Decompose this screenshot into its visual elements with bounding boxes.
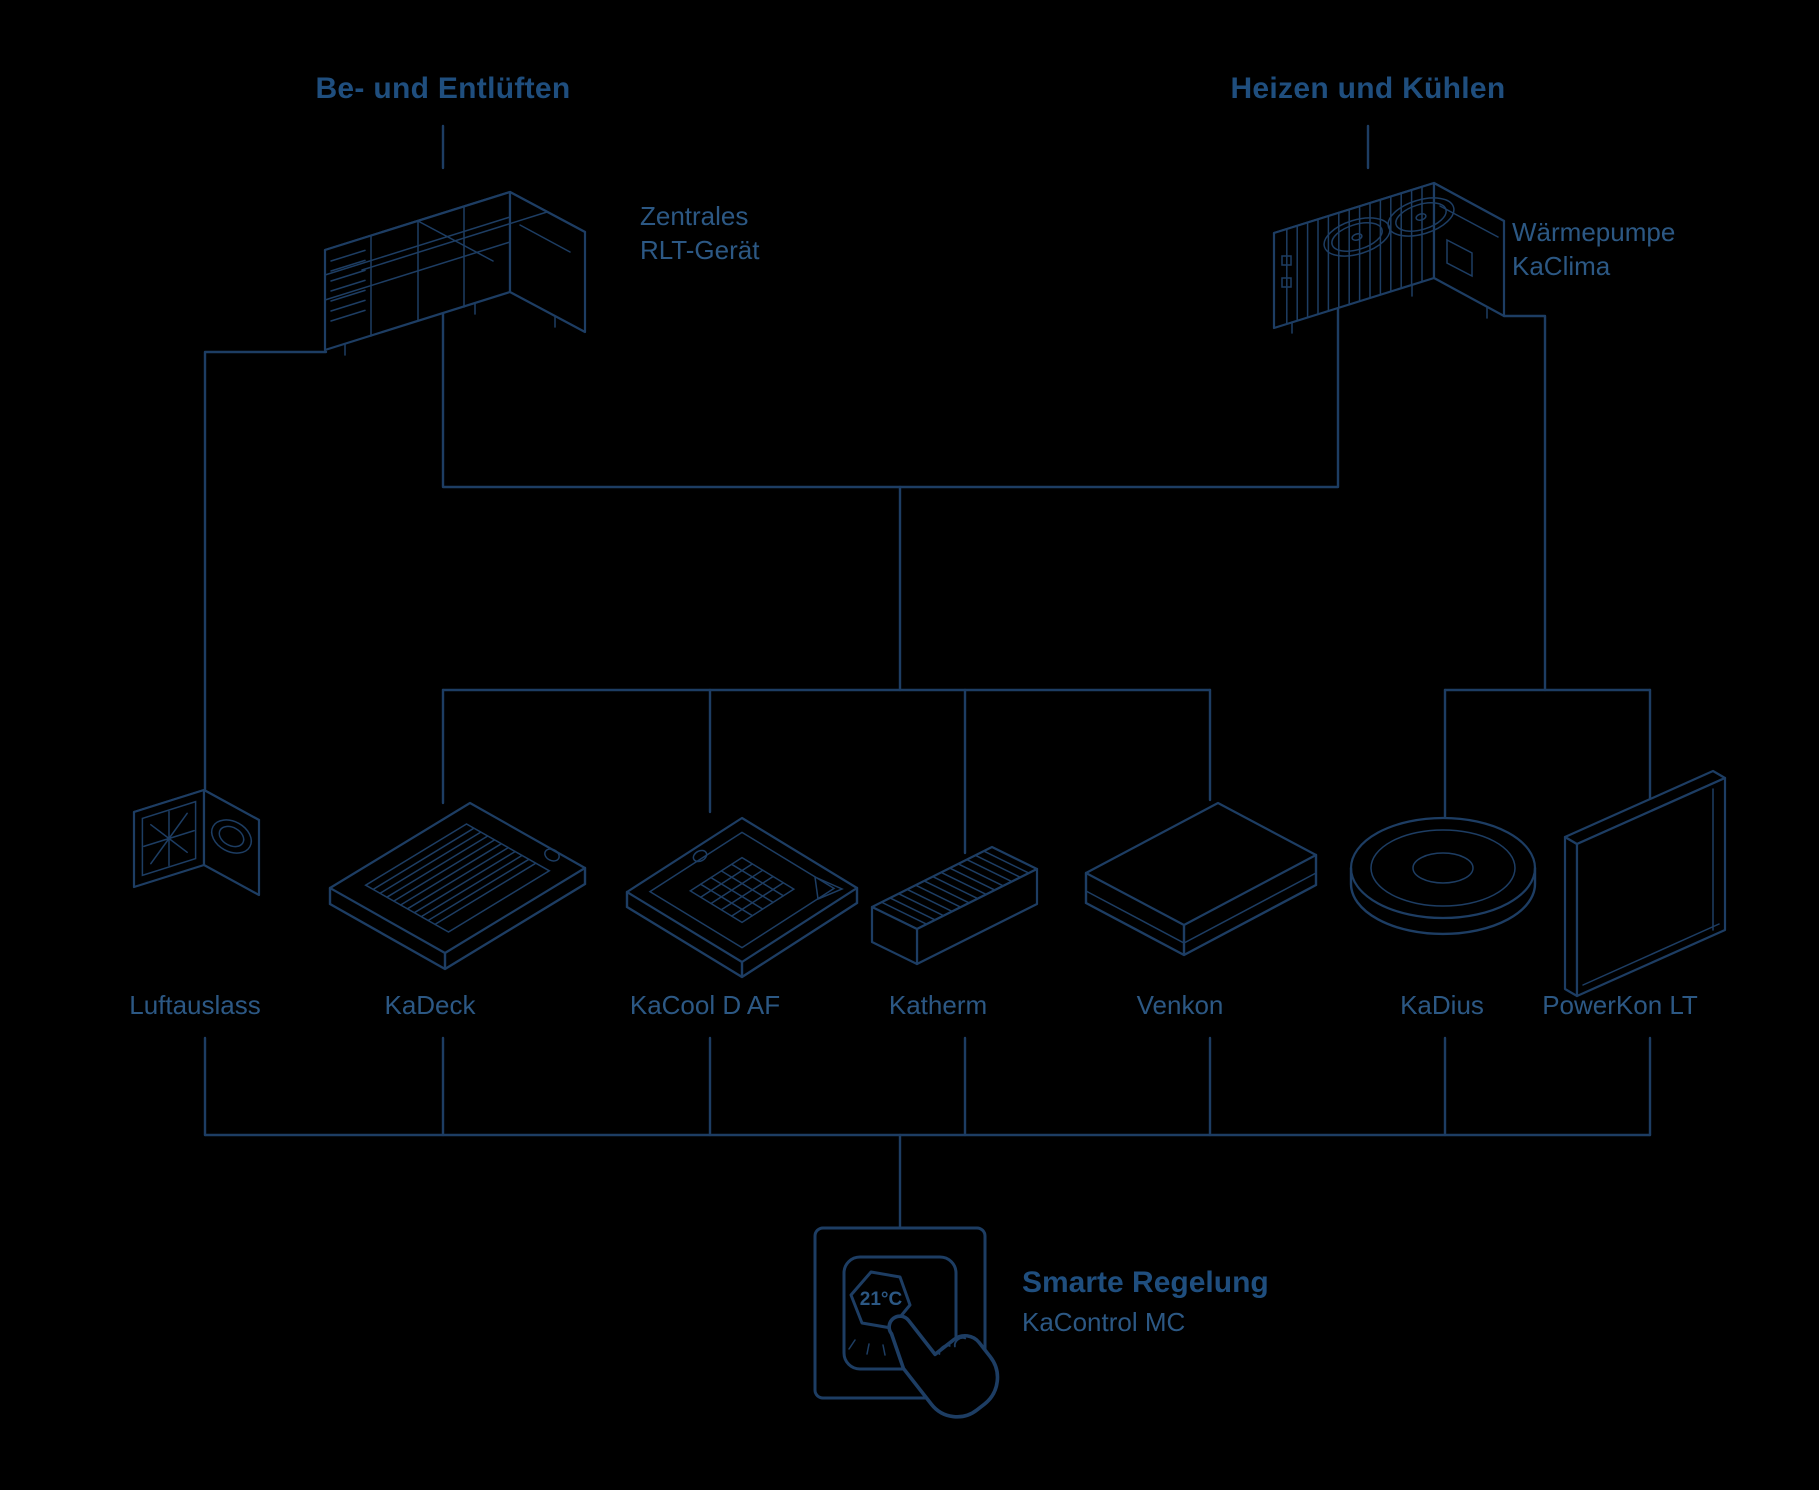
device-label-venkon: Venkon xyxy=(1136,990,1224,1020)
control-subtitle: KaControl MC xyxy=(1022,1307,1186,1337)
heat-pump-label: Wärmepumpe KaClima xyxy=(1512,216,1675,284)
device-katherm-illustration xyxy=(870,845,1039,966)
hand-cursor-icon xyxy=(887,1314,1000,1419)
ahu-illustration xyxy=(323,190,587,356)
thermostat-display-value: 21°C xyxy=(859,1289,903,1310)
device-luftauslass-illustration xyxy=(132,788,261,897)
heat-pump-label-line2: KaClima xyxy=(1512,250,1611,281)
ahu-label: Zentrales RLT-Gerät xyxy=(640,200,759,268)
device-label-luftauslass: Luftauslass xyxy=(129,990,261,1020)
device-label-katherm: Katherm xyxy=(888,990,988,1020)
ahu-label-line1: Zentrales xyxy=(640,201,749,231)
device-kadius-illustration xyxy=(1349,816,1537,936)
device-kadeck-illustration xyxy=(328,801,587,971)
heat-pump-label-line1: Wärmepumpe xyxy=(1512,217,1676,247)
touch-ripple-icon xyxy=(848,1339,903,1356)
section-heading-ventilation: Be- und Entlüften xyxy=(315,72,571,105)
device-kacool-illustration xyxy=(625,816,859,979)
device-label-powerkon: PowerKon LT xyxy=(1542,990,1698,1020)
heat-pump-illustration xyxy=(1272,181,1506,334)
device-powerkon-illustration xyxy=(1563,769,1727,998)
connector-lines xyxy=(203,124,1652,1230)
device-label-kadius: KaDius xyxy=(1400,990,1484,1020)
ahu-label-line2: RLT-Gerät xyxy=(640,234,760,265)
device-venkon-illustration xyxy=(1084,801,1318,957)
device-label-kacool: KaCool D AF xyxy=(629,990,781,1020)
device-label-kadeck: KaDeck xyxy=(384,990,476,1020)
control-device-illustration xyxy=(813,1226,1000,1419)
section-heading-heating-cooling: Heizen und Kühlen xyxy=(1230,72,1506,105)
control-title: Smarte Regelung xyxy=(1022,1266,1269,1299)
